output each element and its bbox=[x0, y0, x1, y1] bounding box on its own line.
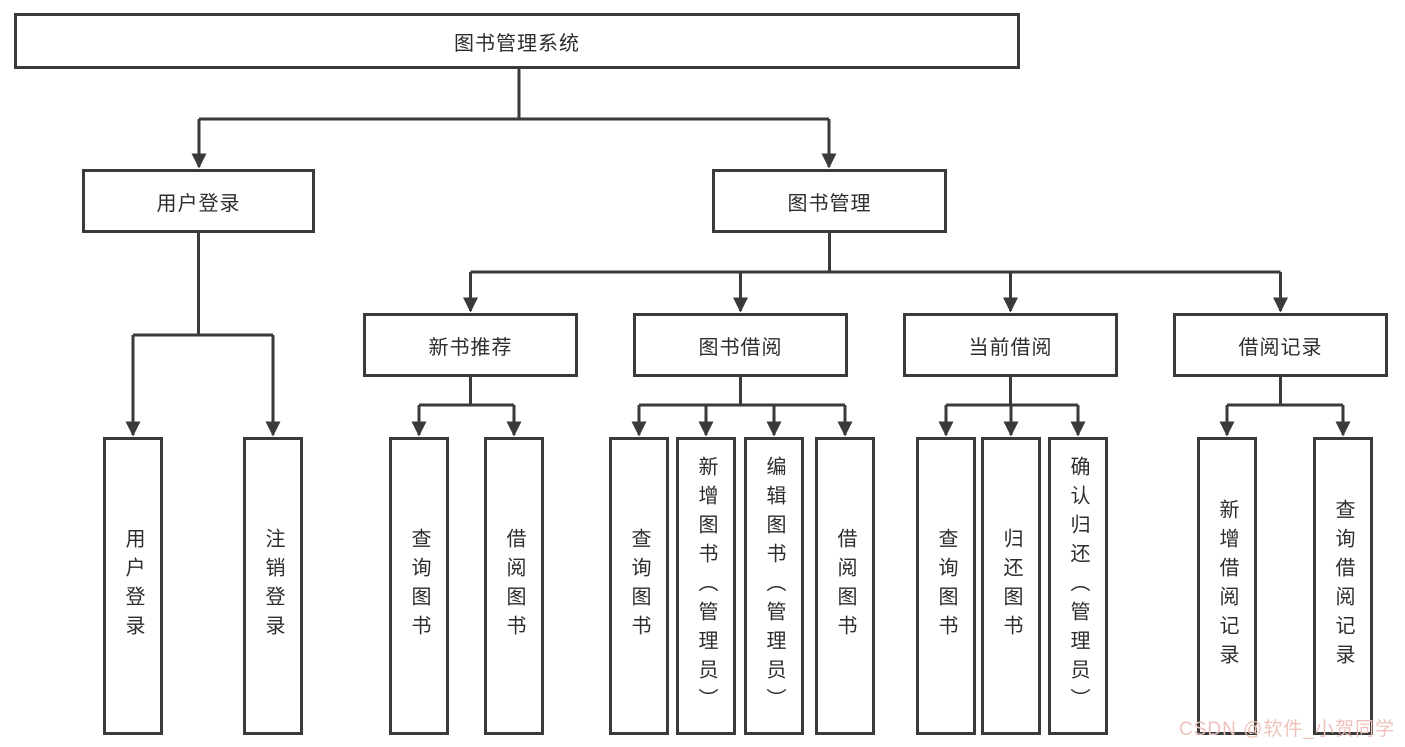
leaf-user-login: 用户登录 bbox=[103, 437, 163, 735]
leaf-query-borrow-record: 查询借阅记录 bbox=[1313, 437, 1373, 735]
node-new-book-recommendation: 新书推荐 bbox=[363, 313, 578, 377]
leaf-borrow-books: 借阅图书 bbox=[815, 437, 875, 735]
node-label: 查询图书 bbox=[628, 528, 650, 644]
leaf-borrow-books-rec: 借阅图书 bbox=[484, 437, 544, 735]
leaf-confirm-return-admin: 确认归还（管理员） bbox=[1048, 437, 1108, 735]
leaf-query-books-rec: 查询图书 bbox=[389, 437, 449, 735]
connector-book-borrowing-to-leaves bbox=[631, 377, 853, 437]
node-book-management: 图书管理 bbox=[712, 169, 947, 233]
leaf-query-books-borrow: 查询图书 bbox=[609, 437, 669, 735]
node-book-borrowing: 图书借阅 bbox=[633, 313, 848, 377]
node-label: 查询图书 bbox=[408, 528, 430, 644]
node-label: 借阅图书 bbox=[834, 528, 856, 644]
node-label: 查询图书 bbox=[935, 528, 957, 644]
node-label: 用户登录 bbox=[156, 192, 241, 215]
connector-book-mgmt-to-level3 bbox=[463, 233, 1288, 313]
connector-borrow-records-to-leaves bbox=[1219, 377, 1351, 437]
node-library-management-system: 图书管理系统 bbox=[14, 13, 1020, 69]
node-label: 当前借阅 bbox=[968, 336, 1053, 359]
connector-current-borrowing-to-leaves bbox=[938, 377, 1086, 437]
leaf-add-books-admin: 新增图书（管理员） bbox=[676, 437, 736, 735]
leaf-add-borrow-record: 新增借阅记录 bbox=[1197, 437, 1257, 735]
node-label: 确认归还（管理员） bbox=[1067, 455, 1089, 717]
node-label: 图书管理系统 bbox=[454, 32, 580, 55]
node-label: 新增借阅记录 bbox=[1216, 499, 1238, 673]
connector-root-to-level2 bbox=[191, 69, 837, 169]
node-label: 新增图书（管理员） bbox=[695, 455, 717, 717]
csdn-watermark: CSDN @软件_小贺同学 bbox=[1179, 719, 1395, 740]
leaf-return-books: 归还图书 bbox=[981, 437, 1041, 735]
node-current-borrowing: 当前借阅 bbox=[903, 313, 1118, 377]
node-label: 借阅记录 bbox=[1238, 336, 1323, 359]
leaf-query-books-current: 查询图书 bbox=[916, 437, 976, 735]
node-label: 借阅图书 bbox=[503, 528, 525, 644]
leaf-edit-books-admin: 编辑图书（管理员） bbox=[744, 437, 804, 735]
node-label: 归还图书 bbox=[1000, 528, 1022, 644]
node-label: 查询借阅记录 bbox=[1332, 499, 1354, 673]
node-label: 图书管理 bbox=[787, 192, 872, 215]
leaf-logout: 注销登录 bbox=[243, 437, 303, 735]
connector-user-login-to-leaves bbox=[125, 233, 281, 437]
node-label: 图书借阅 bbox=[698, 336, 783, 359]
node-label: 用户登录 bbox=[122, 528, 144, 644]
node-label: 新书推荐 bbox=[428, 336, 513, 359]
connector-new-book-rec-to-leaves bbox=[411, 377, 522, 437]
node-borrowing-records: 借阅记录 bbox=[1173, 313, 1388, 377]
node-label: 注销登录 bbox=[262, 528, 284, 644]
node-label: 编辑图书（管理员） bbox=[763, 455, 785, 717]
node-user-login: 用户登录 bbox=[82, 169, 315, 233]
